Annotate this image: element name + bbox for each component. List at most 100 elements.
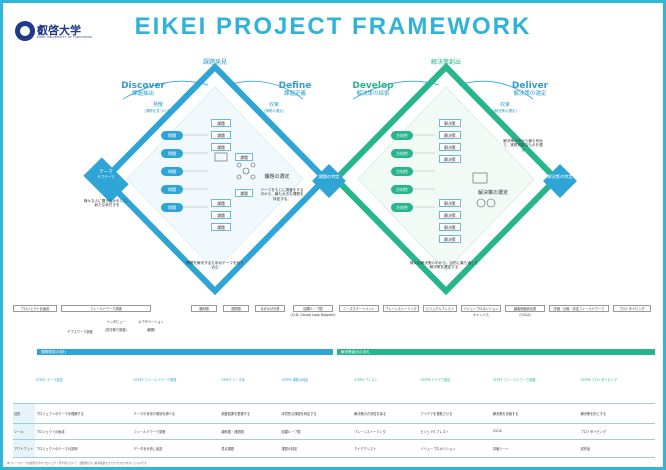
table-cell: CVCA (491, 423, 580, 440)
tool-item: 評価・比較・評定フィールドワーク (549, 305, 609, 312)
logo-sub: EIKEI UNIVERSITY OF HIROSHIMA (37, 35, 93, 39)
right-box: 解決策 (439, 131, 461, 139)
center-left-note: テーマをもとに調査をする中から、最も大きな課題を特定する。 (260, 188, 304, 201)
table-cell: 課題の特定 (280, 439, 354, 458)
table-cell: 解決策を評価する (491, 403, 580, 424)
right-bottom-note: 様々な解決策の中から、目的に最も適した解決策を選定する (409, 261, 479, 270)
tool-item: プロトタイピング (613, 305, 651, 312)
phase-arrows (122, 80, 534, 100)
tool-caption: (CVCA) (519, 313, 531, 317)
right-group-header: 解決策創出の流れ (337, 349, 655, 355)
solution-node: 解決策の特定 (547, 174, 573, 179)
table-cell: 調査結果を整理する (220, 403, 281, 424)
tool-caption: (観察) (146, 328, 156, 332)
table-cell: アイデアを発散させる (419, 403, 492, 424)
table-row: アウトプット プロジェクトのテーマの説明 データを分析し仮説 重点課題 課題の特… (13, 439, 655, 458)
left-pill: 問題 (161, 149, 183, 158)
center-right-label: 解決策の選定 (477, 190, 508, 196)
left-pill: 問題 (161, 185, 183, 194)
table-cell: 解決策の方向性を探る (353, 403, 420, 424)
tool-item: インタビュー (101, 319, 131, 326)
table-cell: STEP3 シーズ化 (220, 357, 281, 404)
table-cell: テーマの背景や現状を調べる (132, 403, 221, 424)
arrow-define (227, 80, 304, 100)
process-table: STEP1 テーマ設定 STEP2 フィールドワーク調査 STEP3 シーズ化 … (13, 357, 655, 458)
table-cell: アイデアリスト (353, 439, 420, 458)
tool-item: 顧客価値創出表 (505, 305, 545, 312)
table-cell (13, 357, 35, 404)
people-icon (476, 198, 486, 208)
table-cell: フィールドワーク調査 (132, 423, 221, 440)
table-cell: STEP5 ブレスト (353, 357, 420, 404)
table-cell: プロジェクトのテーマの説明 (35, 439, 133, 458)
right-box: 解決策 (439, 155, 461, 163)
row-header: アウトプット (13, 439, 35, 458)
table-cell: 親和図・連関図 (220, 423, 281, 440)
tool-item: バリュープロポジションキャンバス (461, 305, 501, 317)
left-box: 課題 (211, 143, 231, 151)
table-cell: STEP6 アイデア創出 (419, 357, 492, 404)
tool-item: ブレーンストーミング (383, 305, 419, 312)
tools-strip: プロジェクト計画書 フィールドワーク調査 デプスワーク調査 インタビュー (聞き… (13, 305, 653, 343)
arrow-develop (352, 80, 440, 100)
tool-item: フィールドワーク調査 (61, 305, 151, 312)
right-pill: 方向性 (391, 131, 413, 140)
converge-left: 収束(課題の選定) (263, 102, 285, 113)
left-section-label: 課題発見 (202, 59, 227, 66)
problem-node: 課題の特定 (318, 174, 340, 179)
right-section-label: 解決策創出 (430, 59, 461, 66)
diverge-left: 発散(課題を見つける) (144, 102, 172, 113)
left-group-header: 課題発見の流れ (37, 349, 333, 355)
footer-note: 本フレームワークは叡啓大学のプロジェクト型学習において、課題発見から解決策創出ま… (7, 462, 150, 465)
table-cell: ビジュアルブレスト (419, 423, 492, 440)
right-pill: 方向性 (391, 167, 413, 176)
left-bottom-note: 問題を解決するためのテーマを絞り込む (186, 261, 244, 270)
table-cell: 解決策を形にする (579, 403, 655, 424)
right-box: 解決策 (439, 211, 461, 219)
converge-right: 収束(解決策の選定) (493, 102, 517, 113)
flow-icon (472, 172, 488, 184)
arrow-deliver (458, 80, 534, 100)
table-row: ツール プロジェクト計画書 フィールドワーク調査 親和図・連関図 因果ループ図 … (13, 423, 655, 440)
row-header: 目的 (13, 403, 35, 424)
left-box: 課題 (235, 189, 253, 197)
tool-item: 因果ループ図 (293, 305, 333, 312)
right-box: 解決策 (439, 119, 461, 127)
left-pill: 問題 (161, 167, 183, 176)
deliver-note: 解決策の中から最も有効で、実現可能なものを選ぶ (503, 139, 543, 152)
table-cell: STEP8 プロトタイピング (579, 357, 655, 404)
table-cell: プロジェクトのテーマを理解する (35, 403, 133, 424)
table-cell: 本質的な課題を特定する (280, 403, 354, 424)
table-cell: プロトタイピング (579, 423, 655, 440)
table-row: STEP1 テーマ設定 STEP2 フィールドワーク調査 STEP3 シーズ化 … (13, 357, 655, 404)
table-cell: STEP1 テーマ設定 (35, 357, 133, 404)
table-cell: STEP2 フィールドワーク調査 (132, 357, 221, 404)
right-pill: 方向性 (391, 185, 413, 194)
page-title: EIKEI PROJECT FRAMEWORK (134, 13, 532, 40)
table-cell: ブレーンストーミング (353, 423, 420, 440)
tool-item: 連関図 (223, 305, 249, 312)
left-box: 課題 (211, 119, 231, 127)
left-box: 課題 (211, 131, 231, 139)
center-left-label: 課題の選定 (264, 174, 290, 180)
tool-caption: (CLD: Causal Loop Diagram) (290, 313, 336, 317)
right-pill: 方向性 (391, 149, 413, 158)
tool-caption: デプスワーク調査 (67, 330, 93, 334)
table-row: 目的 プロジェクトのテーマを理解する テーマの背景や現状を調べる 調査結果を整理… (13, 403, 655, 424)
right-box: 解決策 (439, 199, 461, 207)
right-pill: 方向性 (391, 203, 413, 212)
table-cell: バリュープロポジション (419, 439, 492, 458)
table-cell: 試作品 (579, 439, 655, 458)
left-box: 課題 (211, 199, 231, 207)
arrow-discover (122, 80, 209, 100)
logo-name: 叡啓大学 (37, 24, 81, 37)
right-box: 解決策 (439, 143, 461, 151)
tool-item: ニーズステートメント (339, 305, 379, 312)
right-box: 解決策 (439, 235, 461, 243)
network-icon (242, 167, 250, 175)
right-box: 解決策 (439, 223, 461, 231)
